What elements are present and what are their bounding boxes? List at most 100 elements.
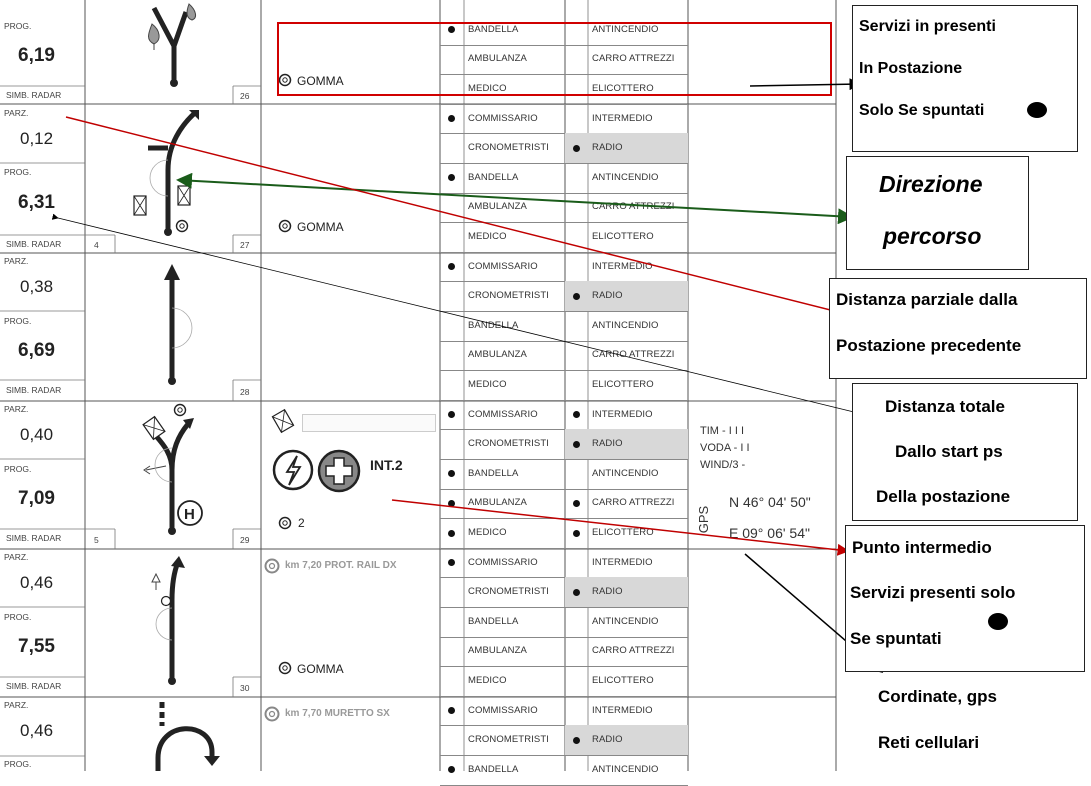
service-label-left: AMBULANZA xyxy=(468,645,527,657)
int2-label: INT.2 xyxy=(370,457,403,473)
service-label-left: MEDICO xyxy=(468,83,507,94)
service-row-divider xyxy=(440,547,688,549)
service-row-divider xyxy=(440,695,688,697)
service-check-dot xyxy=(573,144,580,152)
gomma-icon xyxy=(278,661,292,675)
parz-value: 0,46 xyxy=(20,721,54,740)
arrow-servizi xyxy=(749,78,862,91)
note-row-30: GOMMA xyxy=(297,662,344,676)
service-label-right: ANTINCENDIO xyxy=(592,763,659,775)
arrow-intermedio xyxy=(391,499,850,556)
service-label-left: AMBULANZA xyxy=(468,53,527,65)
parz-value: 0,38 xyxy=(20,277,54,296)
service-label-right: ELICOTTERO xyxy=(592,675,654,686)
svg-text:H: H xyxy=(184,506,195,523)
gps-north: N 46° 04' 50" xyxy=(729,494,811,510)
tulip-row-31 xyxy=(155,702,220,771)
service-label-right: RADIO xyxy=(592,438,623,450)
row-number: 26 xyxy=(240,91,250,101)
arrow-parziale xyxy=(65,116,880,326)
service-row-divider xyxy=(440,755,688,756)
service-check-dot xyxy=(573,440,580,448)
prog-label: PROG. xyxy=(4,316,32,326)
service-label-right: INTERMEDIO xyxy=(592,556,653,568)
service-label-right: ANTINCENDIO xyxy=(592,467,659,479)
service-label-left: BANDELLA xyxy=(468,467,519,479)
row-number: 29 xyxy=(240,535,250,545)
service-label-left: CRONOMETRISTI xyxy=(468,142,549,154)
service-label-right: ANTINCENDIO xyxy=(592,615,659,627)
service-row-divider xyxy=(440,636,688,638)
radar-label: SIMB. RADAR xyxy=(6,90,62,100)
service-row-divider xyxy=(440,163,688,164)
note-km-770: km 7,70 MURETTO SX xyxy=(285,708,390,719)
parz-label: PARZ. xyxy=(4,552,29,562)
radar-number: 5 xyxy=(94,535,99,545)
row-number: 30 xyxy=(240,683,250,693)
network-voda: VODA - I I xyxy=(700,442,750,454)
service-label-right: ELICOTTERO xyxy=(592,527,654,538)
tulip-row-29: H xyxy=(142,403,203,535)
note-km-720: km 7,20 PROT. RAIL DX xyxy=(285,560,397,571)
gomma-grey-icon xyxy=(264,706,280,722)
service-check-dot xyxy=(573,736,580,744)
service-check-dot xyxy=(448,529,455,537)
prog-label: PROG. xyxy=(4,167,32,177)
parz-value: 0,40 xyxy=(20,425,54,444)
gps-east: E 09° 06' 54" xyxy=(729,525,810,541)
service-label-left: BANDELLA xyxy=(468,615,519,627)
service-check-dot xyxy=(448,766,455,774)
prog-value: 7,55 xyxy=(18,636,55,657)
service-label-left: BANDELLA xyxy=(468,23,519,35)
service-check-dot xyxy=(448,470,455,478)
service-check-dot xyxy=(448,26,455,34)
note-row-26: GOMMA xyxy=(297,74,344,88)
radar-label: SIMB. RADAR xyxy=(6,681,62,691)
service-row-divider xyxy=(440,44,688,46)
service-row-divider xyxy=(440,607,688,608)
prog-label: PROG. xyxy=(4,759,32,769)
annotation-parziale: Distanza parziale dalla Postazione prece… xyxy=(829,278,1087,379)
parz-value: 0,46 xyxy=(20,573,54,592)
service-cell-shaded xyxy=(565,133,688,163)
network-tim: TIM - I I I xyxy=(700,425,744,437)
service-row-divider xyxy=(440,133,688,135)
service-label-left: MEDICO xyxy=(468,675,507,686)
prog-value: 6,31 xyxy=(18,192,55,213)
prog-value: 7,09 xyxy=(18,488,55,509)
gomma-grey-icon xyxy=(264,558,280,574)
service-check-dot xyxy=(573,529,580,537)
parz-value: 0,12 xyxy=(20,129,54,148)
parz-label: PARZ. xyxy=(4,404,29,414)
service-check-dot xyxy=(573,499,580,507)
tulip-row-30 xyxy=(151,556,185,685)
service-row-divider xyxy=(440,725,688,727)
prog-label: PROG. xyxy=(4,464,32,474)
service-check-dot xyxy=(448,707,455,715)
service-label-right: INTERMEDIO xyxy=(592,112,653,124)
arrow-totale xyxy=(51,213,859,415)
service-check-dot xyxy=(573,588,580,596)
service-label-left: COMMISSARIO xyxy=(468,112,538,124)
checkmark-dot-icon xyxy=(988,613,1008,630)
service-label-left: AMBULANZA xyxy=(468,497,527,509)
gomma-icon xyxy=(278,73,292,87)
service-label-left: BANDELLA xyxy=(468,763,519,775)
annotation-servizi: Servizi in presenti In Postazione Solo S… xyxy=(852,5,1078,152)
service-cell-shaded xyxy=(565,429,688,459)
annotation-totale: Distanza totale Dallo start ps Della pos… xyxy=(852,383,1078,521)
radar-label: SIMB. RADAR xyxy=(6,239,62,249)
service-label-right: CARRO ATTREZZI xyxy=(592,497,675,509)
lightning-icon xyxy=(271,448,315,492)
highlight-rectangle xyxy=(277,22,832,96)
service-check-dot xyxy=(448,499,455,507)
service-cell-shaded xyxy=(565,577,688,607)
checkmark-dot-icon xyxy=(1027,102,1047,118)
radar-label: SIMB. RADAR xyxy=(6,533,62,543)
parz-label: PARZ. xyxy=(4,256,29,266)
service-label-left: MEDICO xyxy=(468,527,507,538)
prog-value: 6,69 xyxy=(18,340,55,361)
arrow-direzione xyxy=(176,172,854,225)
